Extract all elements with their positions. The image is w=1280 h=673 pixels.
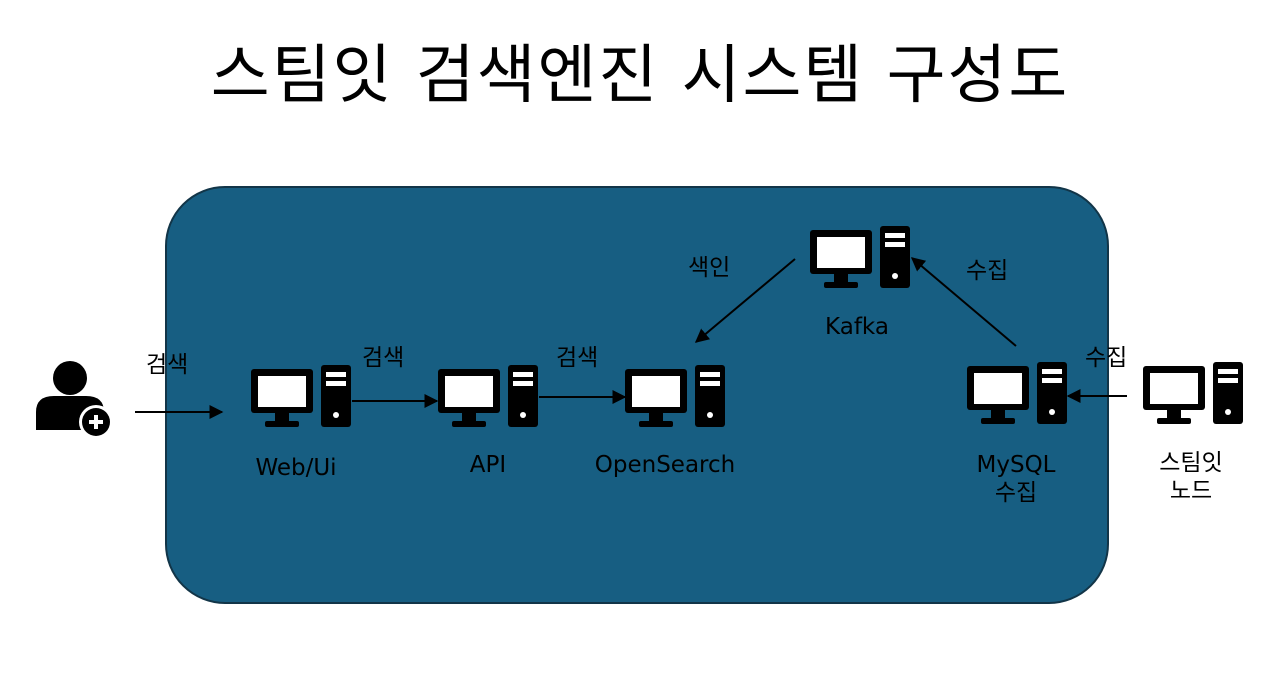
node-label-mysql-line2: 수집 [994,479,1038,506]
arrow-kafka-to-opensearch [694,258,796,343]
node-label-kafka: Kafka [825,314,889,340]
edge-label-web-to-api: 검색 [362,345,405,371]
kafka-server-icon [810,226,910,288]
node-label-steemit-line1: 스팀잇 [1159,450,1223,476]
edge-label-api-to-opensearch: 검색 [556,345,599,371]
node-label-opensearch: OpenSearch [594,452,736,478]
node-label-mysql-line1: MySQL [976,452,1056,478]
edge-label-mysql-to-kafka: 수집 [966,258,1009,284]
edge-label-user-to-web: 검색 [146,352,189,378]
node-label-api: API [469,452,507,478]
api-server-icon [438,365,538,427]
edge-label-kafka-to-opensearch: 색인 [688,255,731,281]
node-label-steemit-line2: 노드 [1169,477,1213,504]
mysql-server-icon [967,362,1067,424]
opensearch-server-icon [625,365,725,427]
user-add-icon [36,361,113,439]
web-server-icon [251,365,351,427]
arrow-mysql-to-kafka [910,257,1017,347]
steemit-node-icon [1143,362,1243,424]
node-label-steemit: 스팀잇 노드 [1159,450,1222,505]
node-label-mysql: MySQL 수집 [977,452,1056,507]
node-label-web: Web/Ui [255,455,337,481]
edge-label-steemit-to-mysql: 수집 [1085,345,1128,371]
page-title: 스팀잇 검색엔진 시스템 구성도 [210,39,1070,113]
